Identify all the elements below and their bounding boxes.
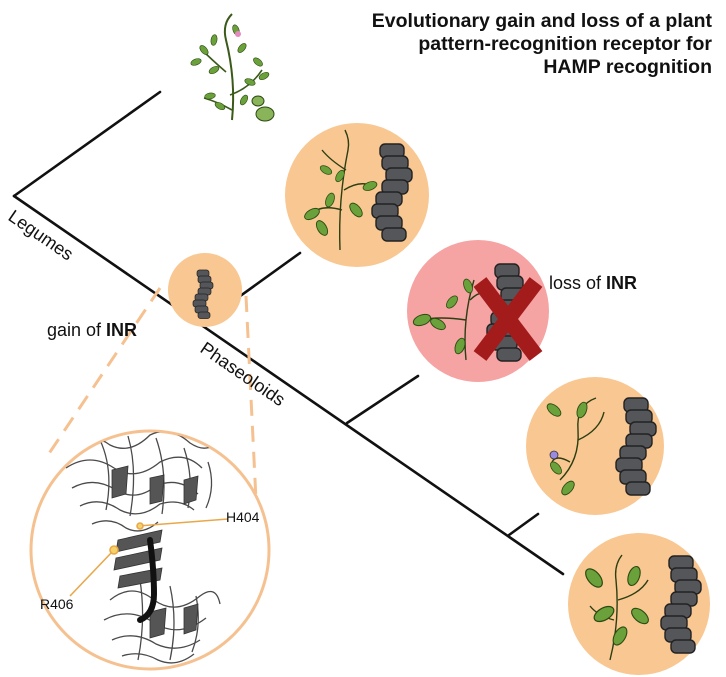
loss-of-inr-label: loss of INR: [549, 273, 637, 294]
outgroup-plant-illustration: [189, 13, 275, 122]
loss-event-circle: [407, 240, 549, 382]
inset-connectors: [46, 287, 258, 501]
plant-illustration-1: [309, 129, 373, 251]
residue-pointers: [69, 518, 229, 597]
inset-backbone-highlight: [137, 537, 158, 623]
title-line-1: Evolutionary gain and loss of a plant: [371, 10, 712, 32]
title-line-2: pattern-recognition receptor for: [418, 33, 712, 55]
species-circle-4: [568, 533, 710, 675]
figure-title: Evolutionary gain and loss of a plant pa…: [252, 10, 712, 79]
species-circle-3: [526, 377, 664, 515]
loss-cross-icon: [473, 277, 543, 361]
species-circle-1: [285, 123, 429, 267]
title-line-3: HAMP recognition: [543, 56, 712, 78]
residue-label-r406: R406: [40, 596, 74, 612]
loss-node-branch: [345, 374, 420, 425]
root-to-outgroup-branch: [12, 90, 162, 198]
legume-stem-branch: [12, 194, 565, 576]
upper-pair-branch: [507, 512, 540, 537]
gain-of-inr-label: gain of INR: [47, 320, 137, 341]
gain-prefix: gain of: [47, 320, 107, 340]
loss-prefix: loss of: [549, 273, 607, 293]
protein-structure-inset: [29, 429, 271, 671]
loss-gene: INR: [606, 273, 638, 293]
residue-label-h404: H404: [226, 509, 260, 525]
gain-gene: INR: [106, 320, 138, 340]
gain-event-circle: [168, 253, 242, 327]
